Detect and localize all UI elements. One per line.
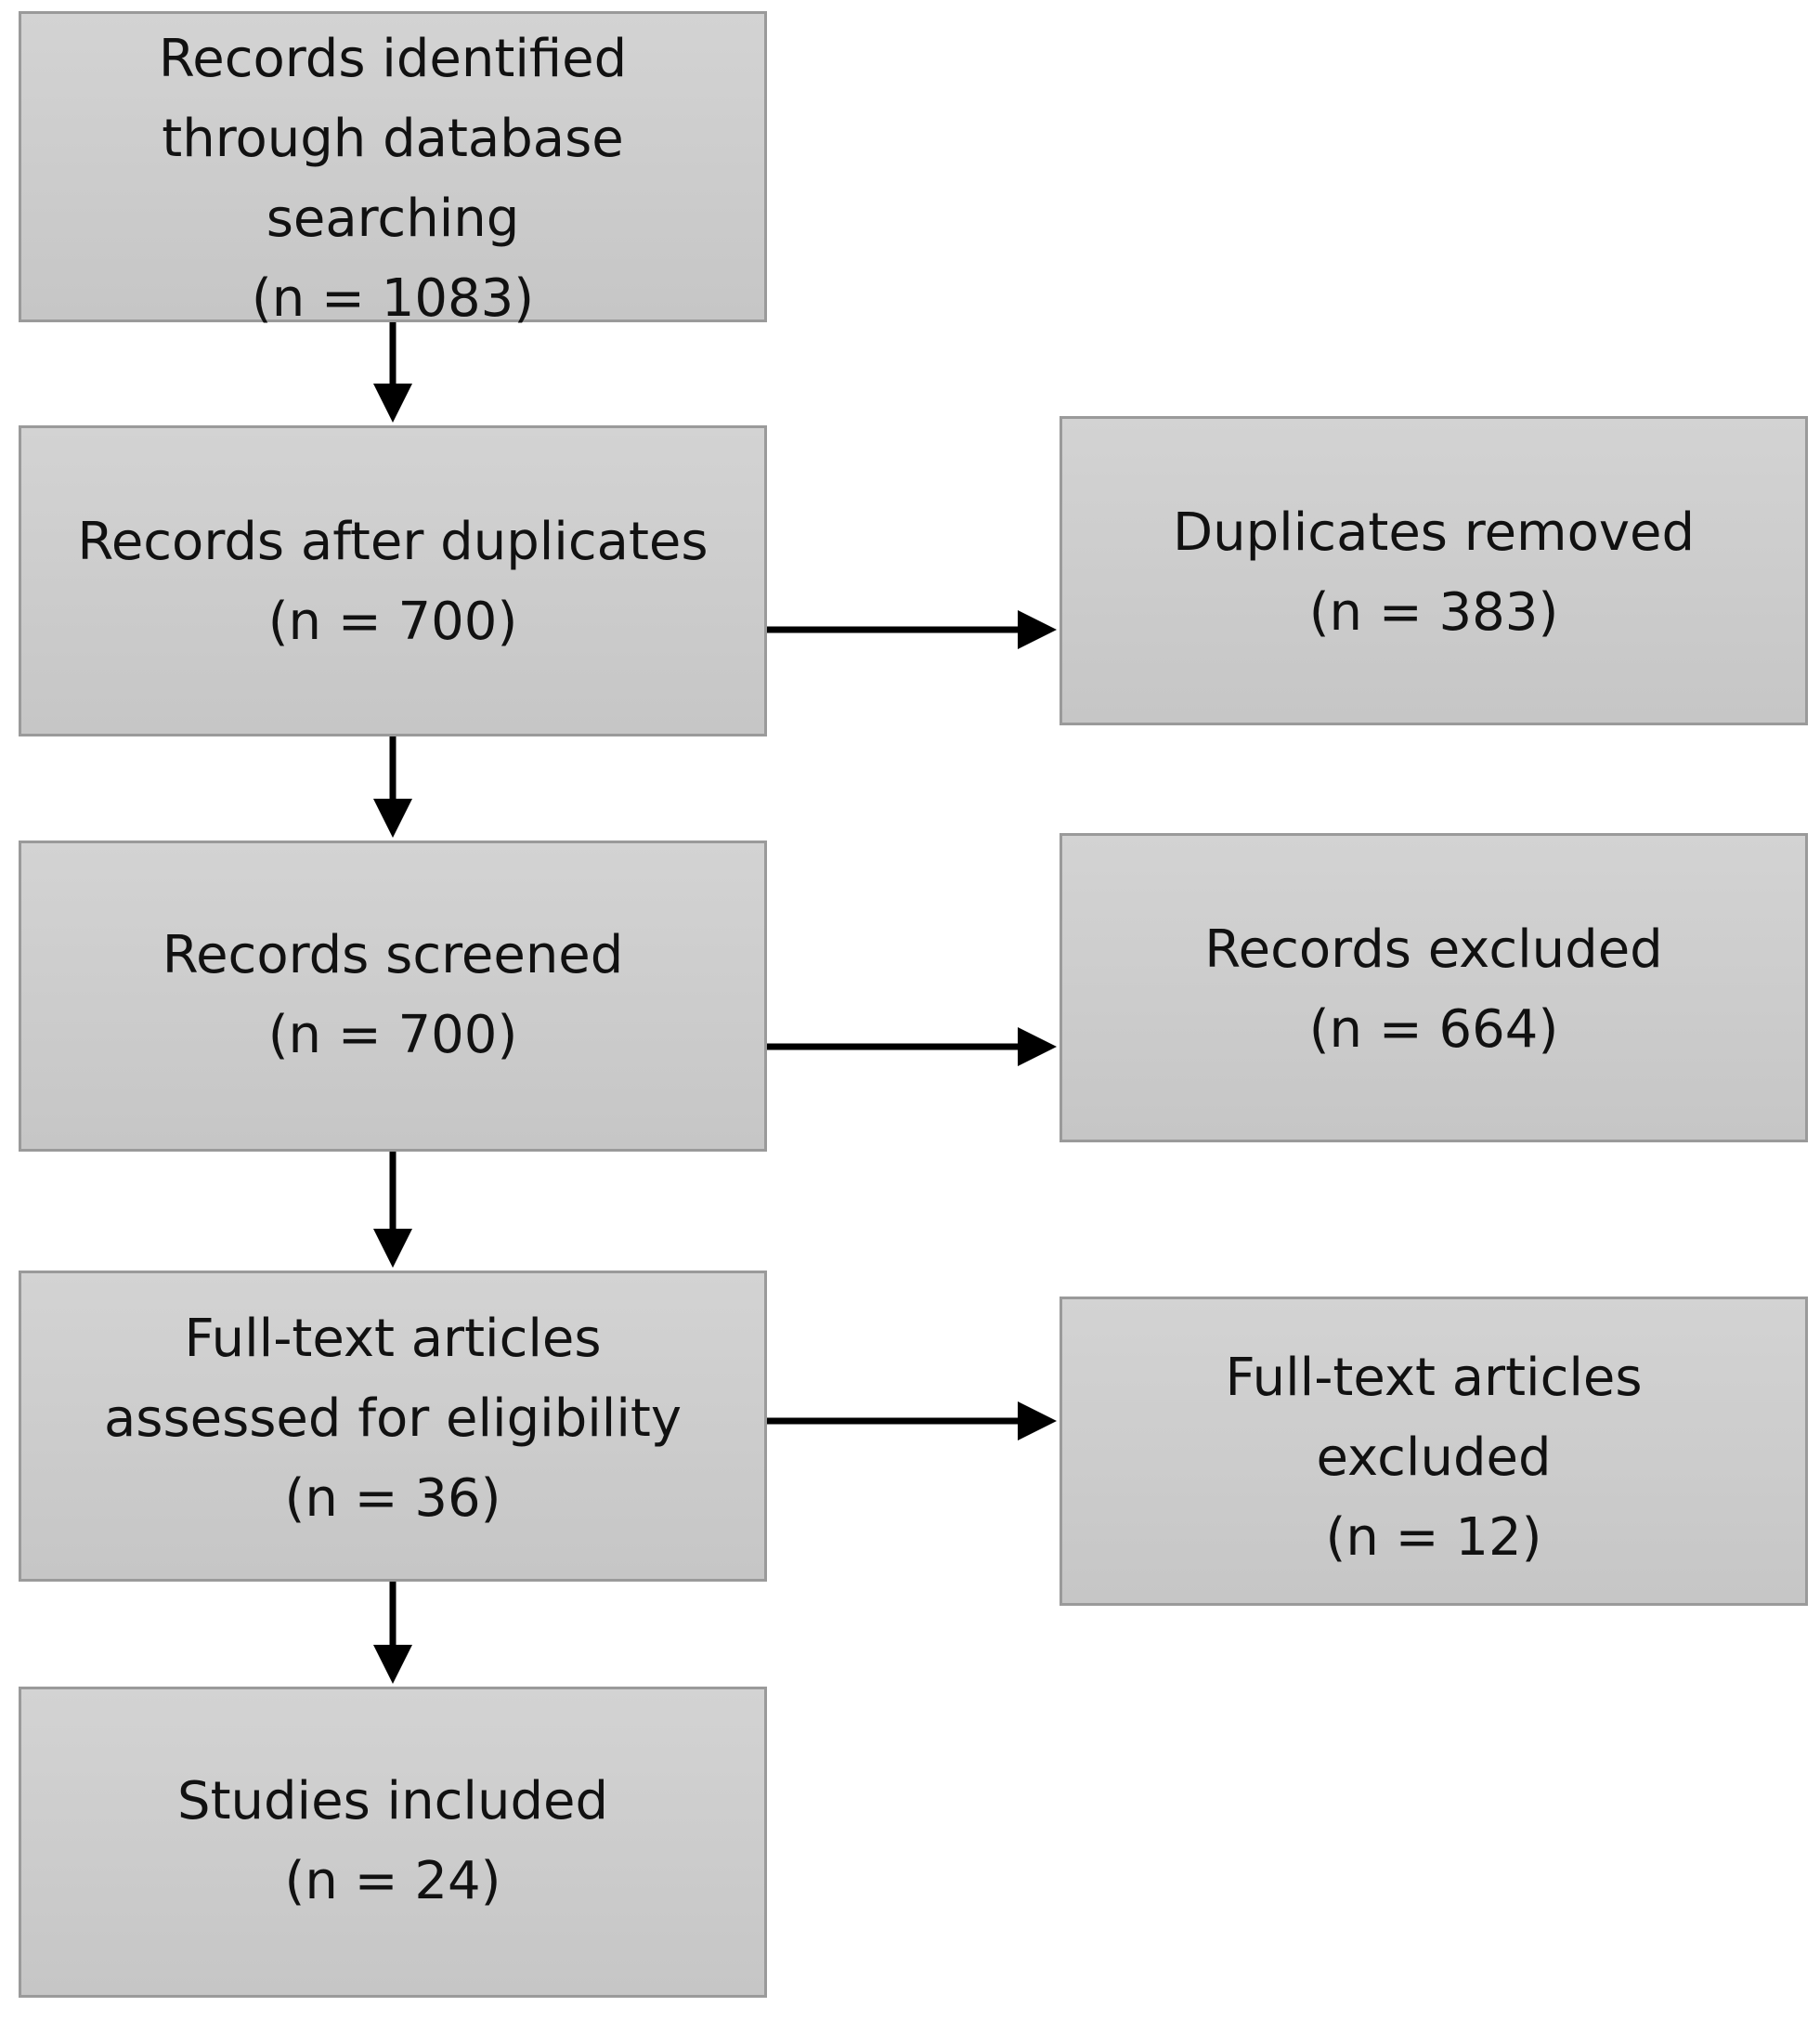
duplicates-removed-label: Duplicates removed bbox=[1173, 502, 1695, 563]
records-screened-label: Records screened bbox=[162, 925, 624, 985]
records-identified-line-2: through database bbox=[162, 109, 624, 169]
studies-included-label: Studies included bbox=[177, 1771, 608, 1831]
records-identified-count: (n = 1083) bbox=[251, 268, 535, 329]
studies-included-count: (n = 24) bbox=[284, 1851, 501, 1911]
full-text-excluded-count: (n = 12) bbox=[1325, 1507, 1542, 1568]
full-text-assessed-line-1: Full-text articles bbox=[184, 1309, 602, 1369]
full-text-excluded-box: Full-text articles excluded (n = 12) bbox=[1060, 1297, 1808, 1606]
full-text-assessed-count: (n = 36) bbox=[284, 1468, 501, 1529]
full-text-excluded-line-2: excluded bbox=[1316, 1427, 1552, 1488]
records-excluded-box: Records excluded (n = 664) bbox=[1060, 833, 1808, 1142]
records-identified-line-1: Records identified bbox=[158, 29, 628, 89]
records-identified-box: Records identified through database sear… bbox=[19, 11, 767, 329]
studies-included-box: Studies included (n = 24) bbox=[19, 1687, 767, 1998]
duplicates-removed-box: Duplicates removed (n = 383) bbox=[1060, 416, 1808, 725]
records-after-duplicates-box: Records after duplicates (n = 700) bbox=[19, 425, 767, 736]
records-after-duplicates-count: (n = 700) bbox=[267, 592, 518, 652]
records-excluded-label: Records excluded bbox=[1204, 919, 1663, 980]
records-excluded-count: (n = 664) bbox=[1308, 999, 1559, 1060]
records-identified-line-3: searching bbox=[266, 189, 520, 249]
records-after-duplicates-label: Records after duplicates bbox=[77, 512, 708, 572]
full-text-assessed-line-2: assessed for eligibility bbox=[103, 1388, 682, 1449]
records-screened-box: Records screened (n = 700) bbox=[19, 841, 767, 1152]
full-text-assessed-box: Full-text articles assessed for eligibil… bbox=[19, 1271, 767, 1582]
full-text-excluded-line-1: Full-text articles bbox=[1225, 1348, 1643, 1408]
duplicates-removed-count: (n = 383) bbox=[1308, 582, 1559, 643]
records-screened-count: (n = 700) bbox=[267, 1005, 518, 1065]
